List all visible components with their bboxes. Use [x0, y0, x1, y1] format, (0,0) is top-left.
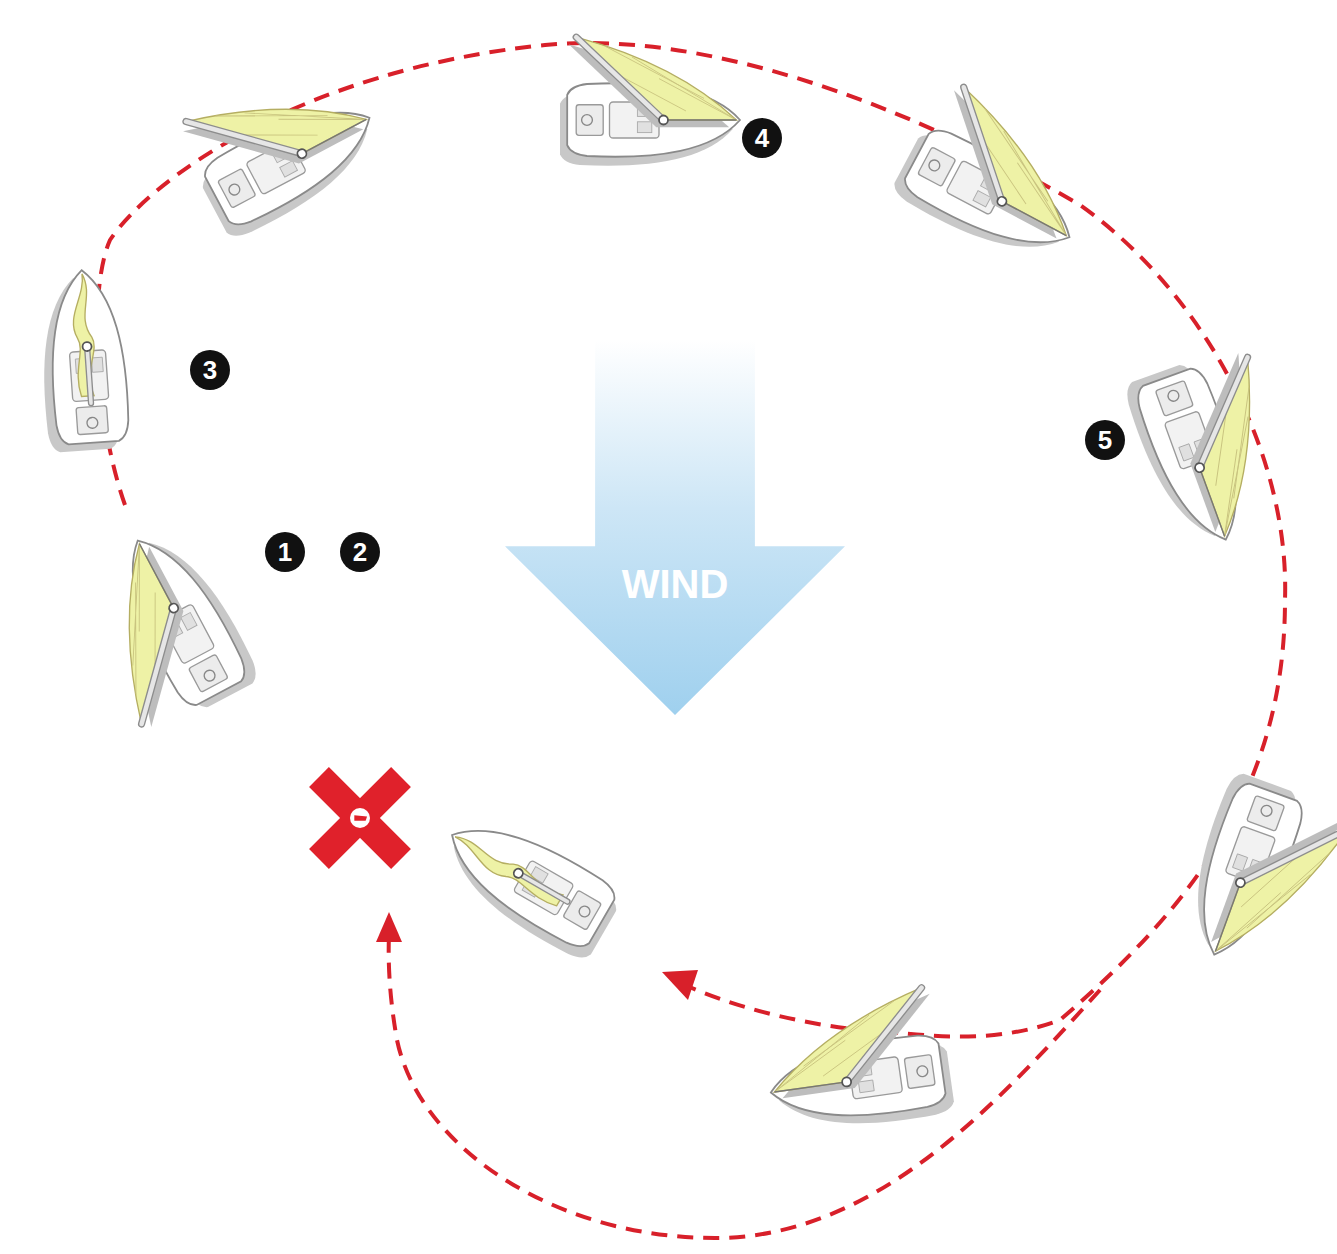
callout-number: 1: [265, 532, 305, 572]
course-arrowhead: [662, 970, 698, 1000]
boats: [36, 37, 1337, 1138]
course-dashed-line: [97, 43, 1285, 1238]
course-arrowhead: [376, 912, 402, 942]
wind-arrow-shape: [505, 340, 845, 715]
person-overboard-marker: [278, 736, 442, 900]
callout-number: 4: [742, 118, 782, 158]
callout-number: 2: [340, 532, 380, 572]
callout-number: 3: [190, 350, 230, 390]
wind-label: WIND: [505, 562, 845, 606]
callout-number: 5: [1085, 420, 1125, 460]
wind-arrow: WIND: [505, 340, 845, 715]
